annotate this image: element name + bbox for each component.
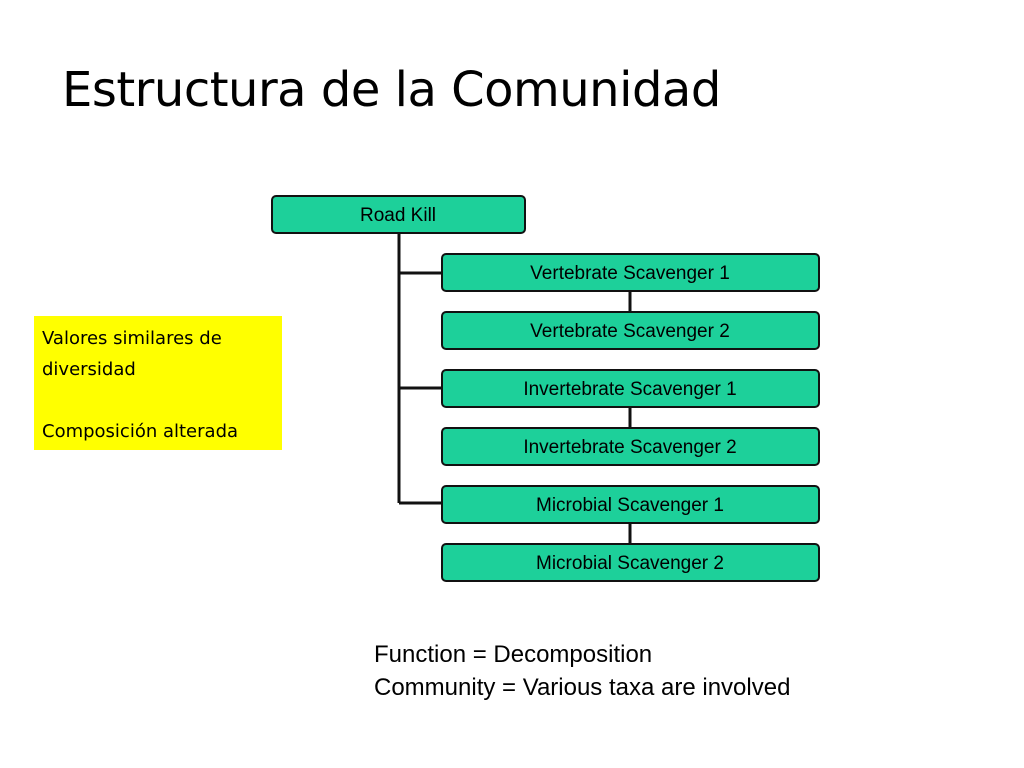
- node-microbial-scavenger-1: Microbial Scavenger 1: [441, 485, 820, 524]
- node-label: Microbial Scavenger 2: [536, 553, 724, 574]
- node-label: Vertebrate Scavenger 1: [530, 263, 730, 284]
- caption: Function = Decomposition Community = Var…: [374, 638, 790, 704]
- note-box: Valores similares de diversidad Composic…: [34, 316, 282, 450]
- node-label: Vertebrate Scavenger 2: [530, 321, 730, 342]
- node-microbial-scavenger-2: Microbial Scavenger 2: [441, 543, 820, 582]
- caption-line-2: Community = Various taxa are involved: [374, 674, 791, 701]
- node-label: Invertebrate Scavenger 2: [523, 437, 736, 458]
- root-node-label: Road Kill: [360, 205, 436, 226]
- node-vertebrate-scavenger-2: Vertebrate Scavenger 2: [441, 311, 820, 350]
- slide-title: Estructura de la Comunidad: [62, 62, 721, 118]
- node-invertebrate-scavenger-1: Invertebrate Scavenger 1: [441, 369, 820, 408]
- note-line-1: Valores similares de: [42, 328, 222, 349]
- note-line-3: Composición alterada: [42, 421, 239, 442]
- note-line-2: diversidad: [42, 359, 136, 380]
- caption-line-1: Function = Decomposition: [374, 641, 653, 668]
- node-vertebrate-scavenger-1: Vertebrate Scavenger 1: [441, 253, 820, 292]
- node-label: Invertebrate Scavenger 1: [523, 379, 736, 400]
- node-invertebrate-scavenger-2: Invertebrate Scavenger 2: [441, 427, 820, 466]
- root-node: Road Kill: [271, 195, 526, 234]
- node-label: Microbial Scavenger 1: [536, 495, 724, 516]
